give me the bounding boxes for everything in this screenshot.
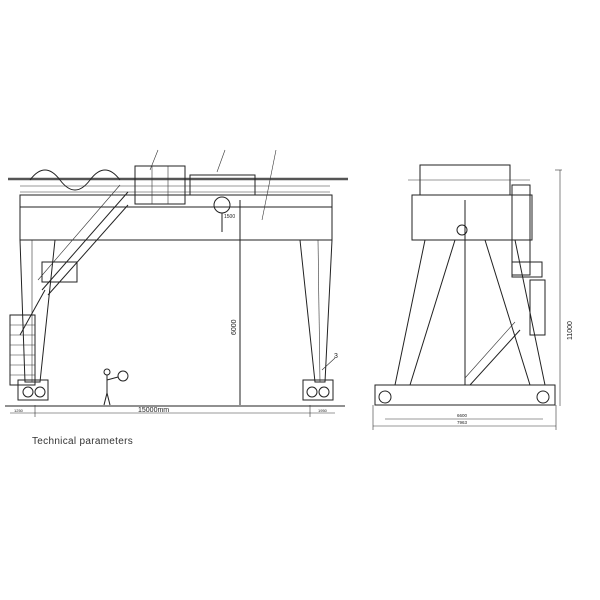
overall-width-label: 7963	[457, 420, 468, 425]
electrical-cabinet	[134, 165, 186, 205]
landing-platform	[41, 261, 78, 283]
overall-height-label: 11000	[567, 321, 574, 340]
main-girder	[19, 206, 333, 241]
cable-festoon	[29, 169, 121, 191]
technical-parameters-heading: Technical parameters	[32, 436, 134, 447]
right-end-truck	[302, 379, 334, 401]
span-label: 15000mm	[138, 407, 169, 414]
girder-end	[411, 194, 533, 241]
front-view: 3 1500 6000 1250 15000mm 1950	[5, 149, 348, 417]
right-leg	[299, 239, 333, 383]
height-label: 6000	[231, 319, 238, 335]
trolley	[189, 174, 256, 196]
base-beam	[374, 384, 556, 406]
callout-3: 3	[334, 353, 338, 360]
wheelbase-label: 6600	[457, 413, 468, 418]
left-overhang-label: 1250	[14, 408, 24, 413]
hook-block	[213, 196, 231, 214]
girder-top	[19, 194, 333, 208]
side-left-leg	[394, 239, 456, 386]
right-overhang-label: 1950	[318, 408, 328, 413]
left-leg	[19, 239, 56, 383]
side-ladder	[511, 184, 531, 276]
hook-dim-label: 1500	[224, 214, 235, 220]
side-view: 11000 6600 7963	[372, 164, 574, 430]
left-end-truck	[17, 379, 49, 401]
person-figure	[103, 368, 129, 406]
ladder	[9, 314, 36, 386]
